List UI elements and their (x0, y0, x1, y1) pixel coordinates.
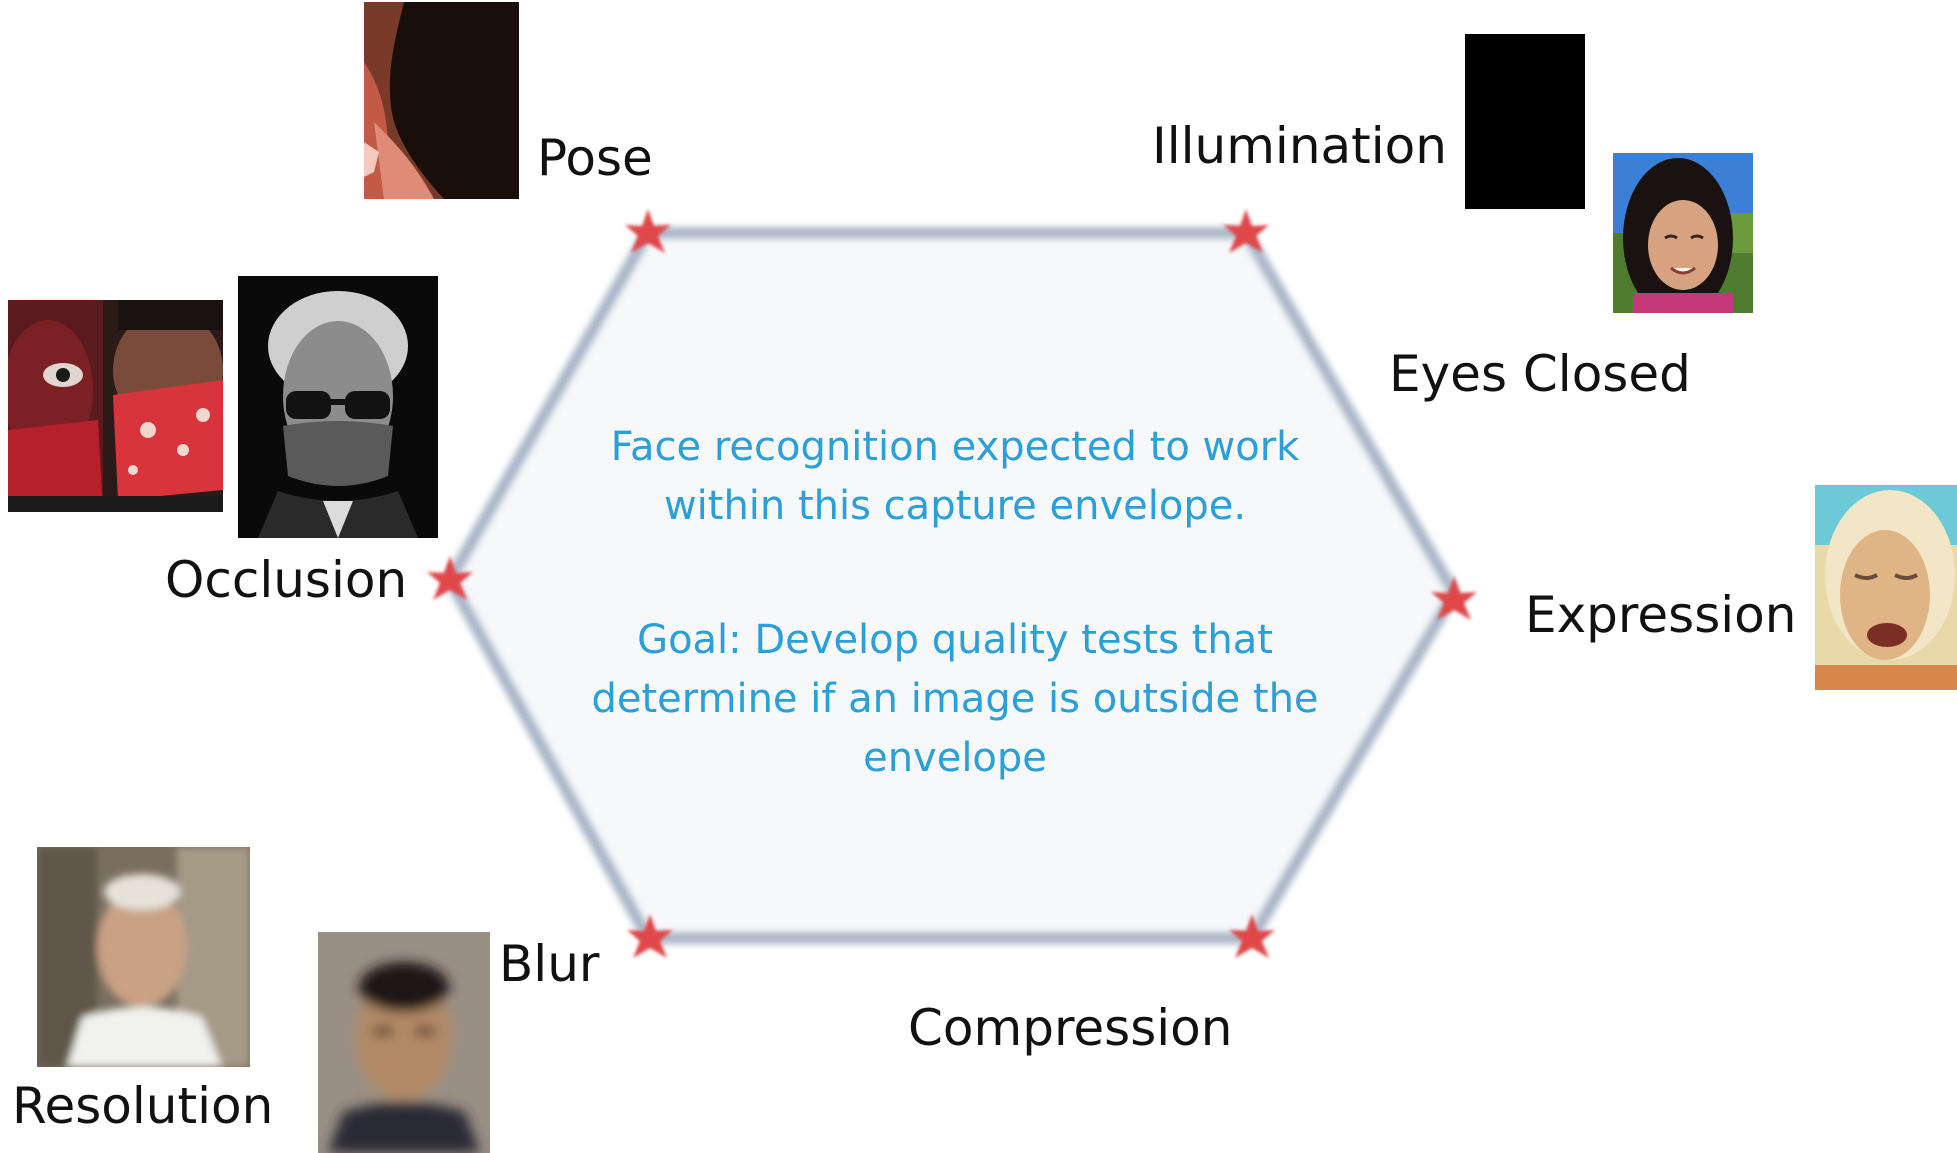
label-compression: Compression (908, 999, 1233, 1057)
envelope-text-line-1: Face recognition expected to work (610, 424, 1300, 470)
label-expression: Expression (1525, 586, 1797, 644)
vertex-marker-illumination (1223, 209, 1269, 253)
occlusion-bandana-photo (8, 300, 223, 512)
vertex-marker-blur (627, 914, 673, 958)
label-blur: Blur (499, 935, 600, 993)
occlusion-mask-sunglasses-photo (238, 276, 438, 538)
label-illumination: Illumination (1152, 117, 1447, 175)
label-occlusion: Occlusion (165, 551, 408, 609)
vertex-marker-expression (1431, 576, 1477, 620)
eyes-closed-photo (1613, 153, 1753, 313)
envelope-text-line-2: within this capture envelope. (663, 483, 1247, 529)
goal-text-line-2: determine if an image is outside the (591, 676, 1319, 722)
goal-text-line-1: Goal: Develop quality tests that (637, 617, 1273, 663)
label-pose: Pose (537, 129, 653, 187)
label-eyes-closed: Eyes Closed (1389, 345, 1691, 403)
vertex-marker-pose (625, 209, 671, 253)
envelope-description: Face recognition expected to work within… (555, 418, 1355, 788)
vertex-marker-compression (1229, 914, 1275, 958)
expression-photo (1815, 485, 1957, 690)
label-resolution: Resolution (12, 1077, 274, 1135)
blur-photo (318, 932, 490, 1153)
pose-photo (364, 2, 519, 199)
illumination-dark-photo (1465, 34, 1585, 209)
resolution-photo (37, 847, 250, 1067)
goal-text-line-3: envelope (863, 735, 1047, 781)
vertex-marker-occlusion (427, 556, 473, 600)
vertex-markers (427, 209, 1477, 958)
